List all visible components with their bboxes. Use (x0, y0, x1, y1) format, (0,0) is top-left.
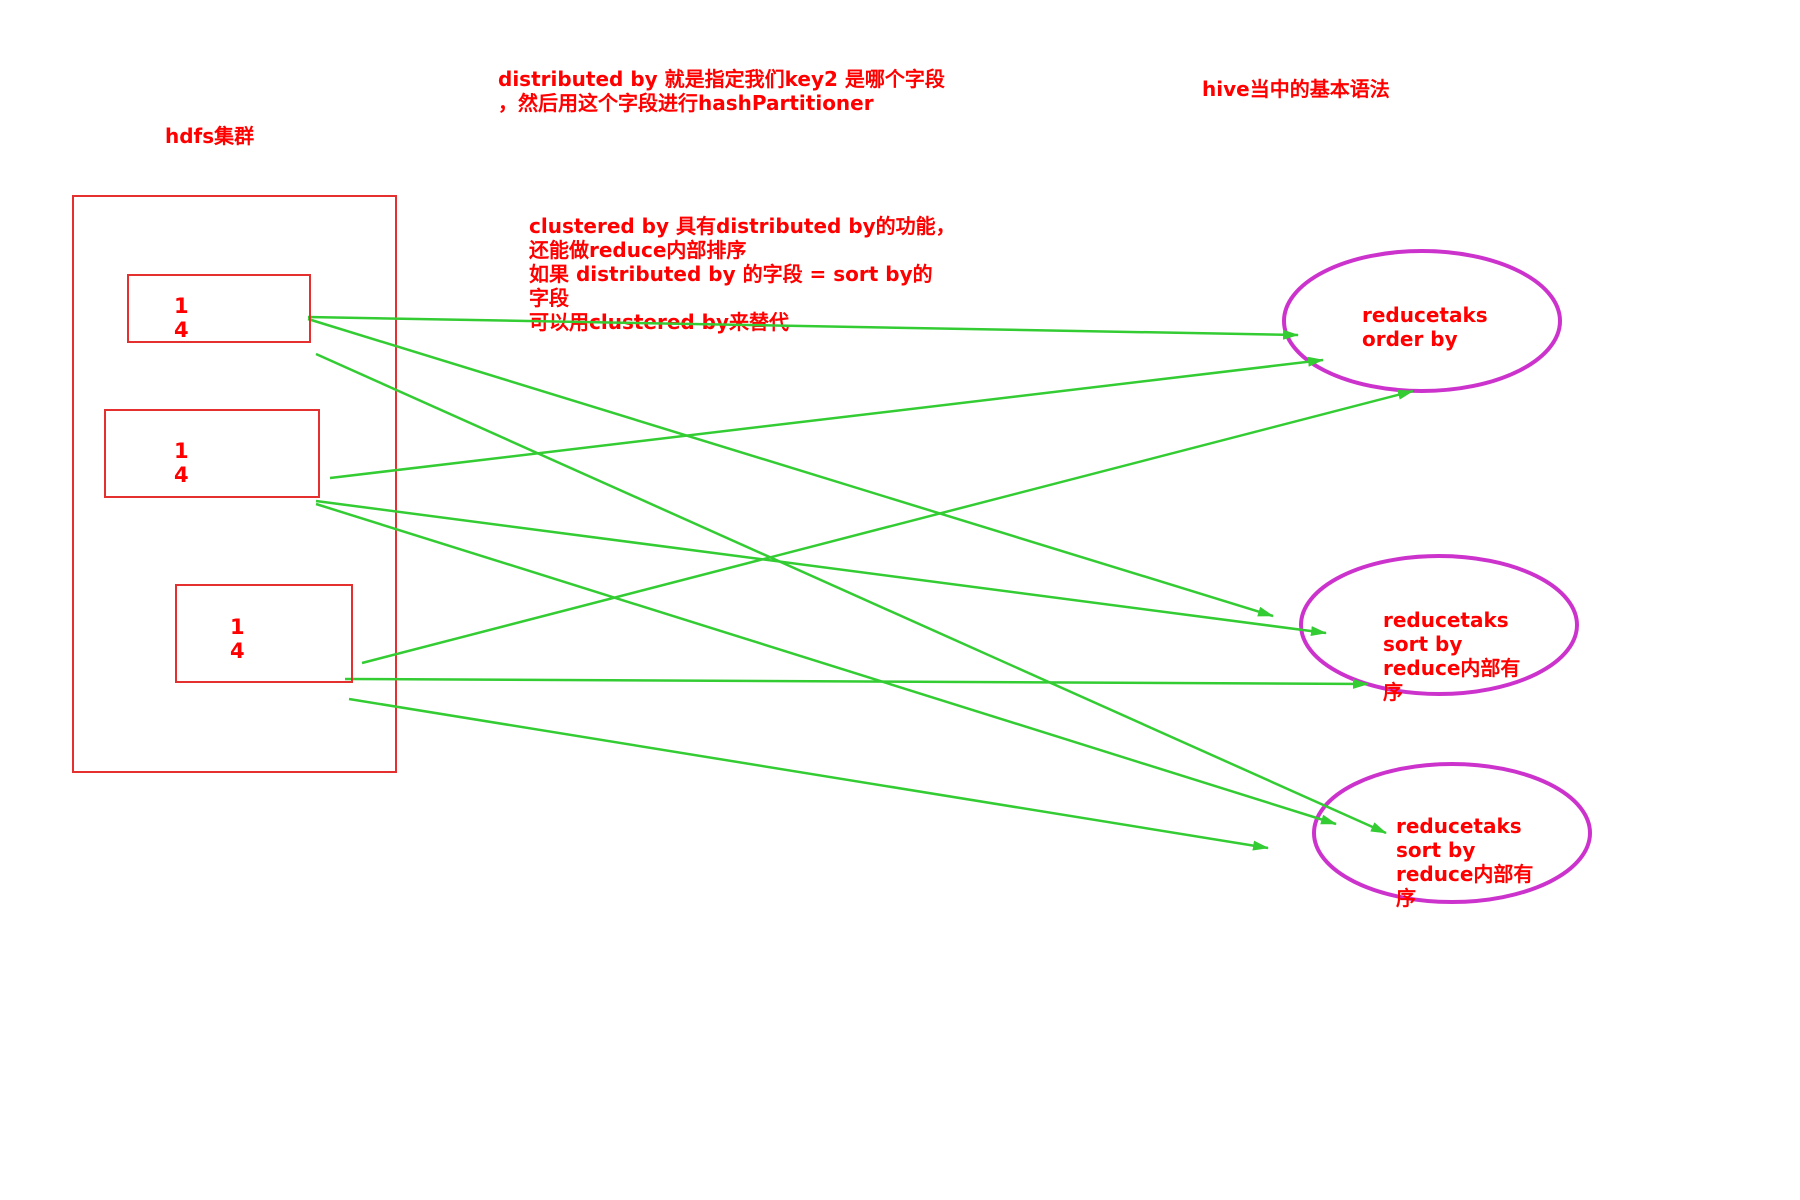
clustered-by-note-line4: 字段 (529, 286, 569, 310)
clustered-by-note-line3: 如果 distributed by 的字段 = sort by的 (529, 262, 933, 286)
reducer-ellipse-sort-by-1 (1299, 554, 1579, 696)
reducer-3-line3: reduce内部有 (1396, 862, 1534, 886)
clustered-by-note-line1: clustered by 具有distributed by的功能， (529, 214, 956, 238)
hive-syntax-title: hive当中的基本语法 (1202, 77, 1390, 101)
arrow-block2-to-reducer2 (315, 499, 1327, 637)
arrow-block1-to-reducer3 (315, 352, 1387, 835)
arrow-block3-to-reducer1 (361, 389, 1414, 665)
shuffle-arrows (307, 315, 1414, 851)
reducer-2-line1: reducetaks (1383, 608, 1509, 632)
reducer-2-line3: reduce内部有 (1383, 656, 1521, 680)
hdfs-cluster-title: hdfs集群 (165, 124, 255, 148)
arrow-block3-to-reducer2 (344, 677, 1369, 689)
data-block-2-line1: 1 (174, 439, 189, 463)
data-block-1-line1: 1 (174, 294, 189, 318)
arrow-block1-to-reducer2 (307, 317, 1274, 618)
arrow-block2-to-reducer1 (329, 356, 1324, 480)
reducer-2-line2: sort by (1383, 632, 1463, 656)
reducer-ellipse-sort-by-2 (1312, 762, 1592, 904)
reducer-1-line2: order by (1362, 327, 1458, 351)
arrow-block3-to-reducer3 (348, 697, 1269, 851)
distributed-by-note-line2: ，然后用这个字段进行hashPartitioner (498, 91, 874, 115)
data-block-3: 1 4 (175, 584, 353, 683)
data-block-3-line1: 1 (230, 615, 245, 639)
data-block-2: 1 4 (104, 409, 320, 498)
data-block-3-line2: 4 (230, 639, 245, 663)
reducer-1-line1: reducetaks (1362, 303, 1488, 327)
reducer-3-line2: sort by (1396, 838, 1476, 862)
arrow-block2-to-reducer3 (315, 502, 1337, 826)
reducer-3-line4: 序 (1396, 886, 1416, 910)
data-block-1: 1 4 (127, 274, 311, 343)
data-block-1-line2: 4 (174, 318, 189, 342)
reducer-3-line1: reducetaks (1396, 814, 1522, 838)
reducer-2-line4: 序 (1383, 680, 1403, 704)
data-block-2-line2: 4 (174, 463, 189, 487)
hdfs-cluster-box (72, 195, 397, 773)
clustered-by-note-line2: 还能做reduce内部排序 (529, 238, 747, 262)
reducer-ellipse-order-by (1282, 249, 1562, 393)
arrow-block1-to-reducer1 (307, 315, 1299, 340)
distributed-by-note-line1: distributed by 就是指定我们key2 是哪个字段 (498, 67, 945, 91)
